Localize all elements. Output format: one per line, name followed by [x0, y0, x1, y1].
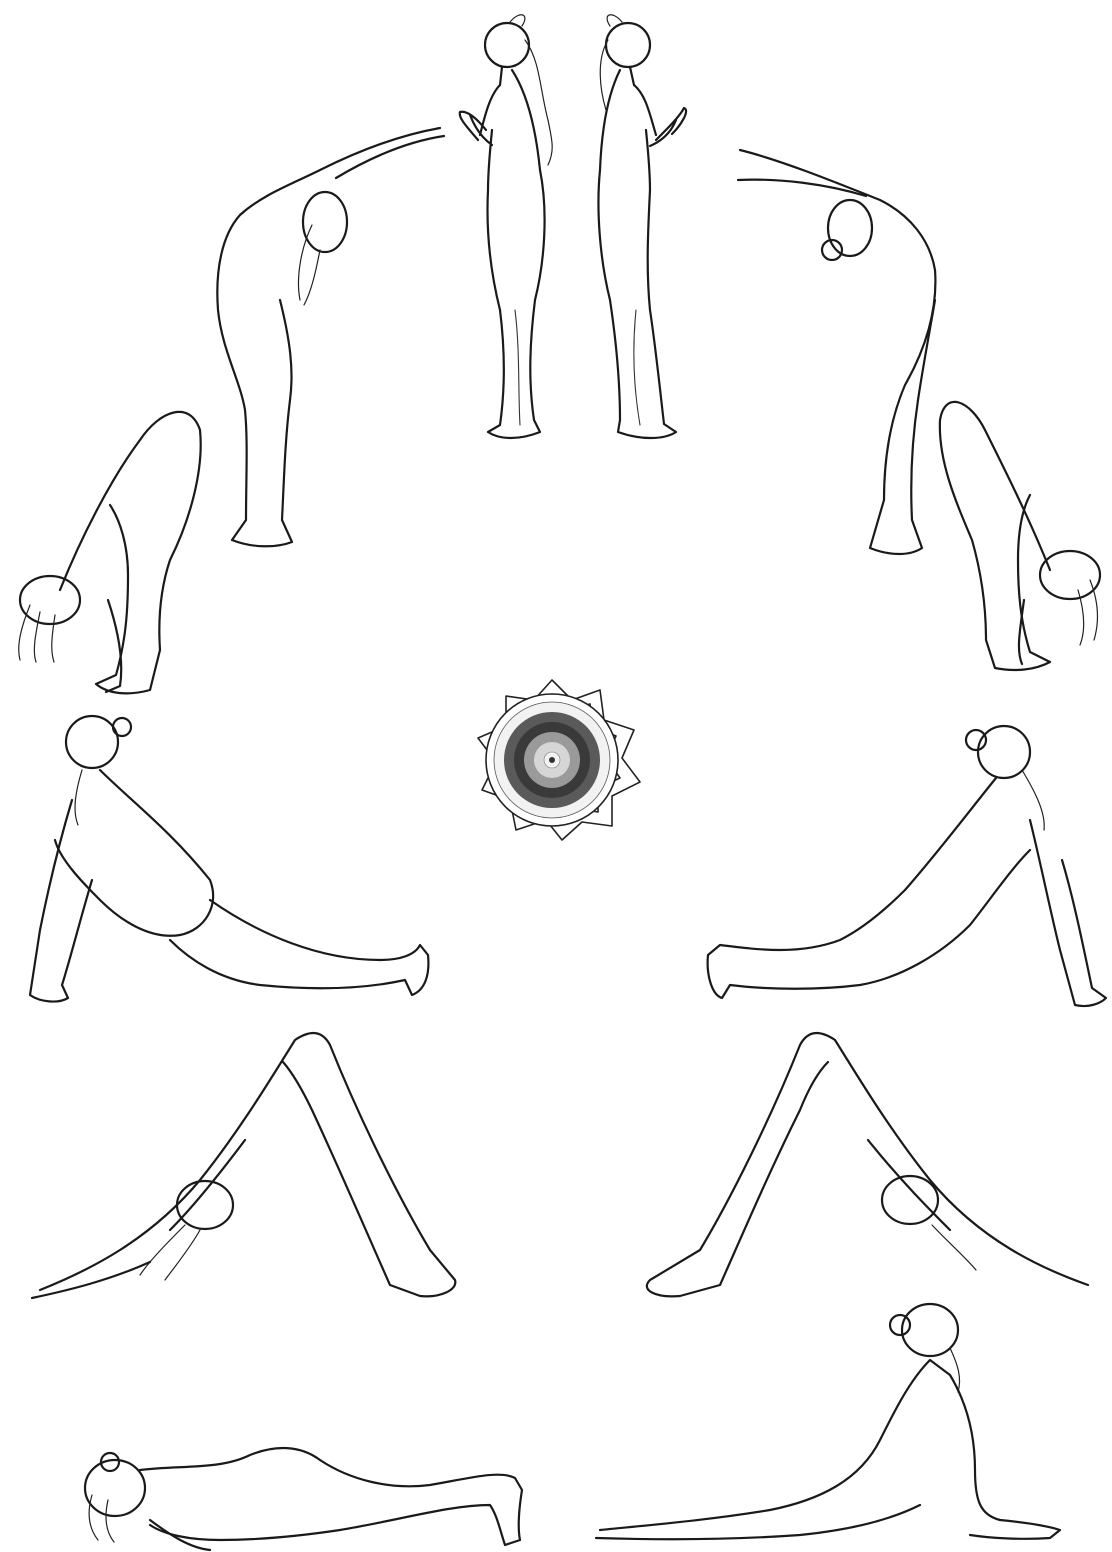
mandala-rings — [486, 694, 618, 826]
forward-fold-left-figure — [19, 412, 201, 693]
standing-prayer-right-figure — [598, 15, 686, 438]
raised-arms-backbend-right-figure — [738, 150, 935, 554]
forward-fold-right-figure — [940, 402, 1100, 670]
standing-prayer-left-figure — [460, 15, 552, 438]
low-lunge-right-figure — [708, 726, 1106, 1006]
downward-dog-left-figure — [32, 1033, 455, 1298]
downward-dog-right-figure — [647, 1033, 1088, 1296]
eight-limbed-pose-figure — [85, 1448, 522, 1550]
raised-arms-backbend-left-figure — [217, 128, 444, 546]
cobra-pose-figure — [596, 1304, 1060, 1539]
low-lunge-left-figure — [30, 716, 428, 1002]
